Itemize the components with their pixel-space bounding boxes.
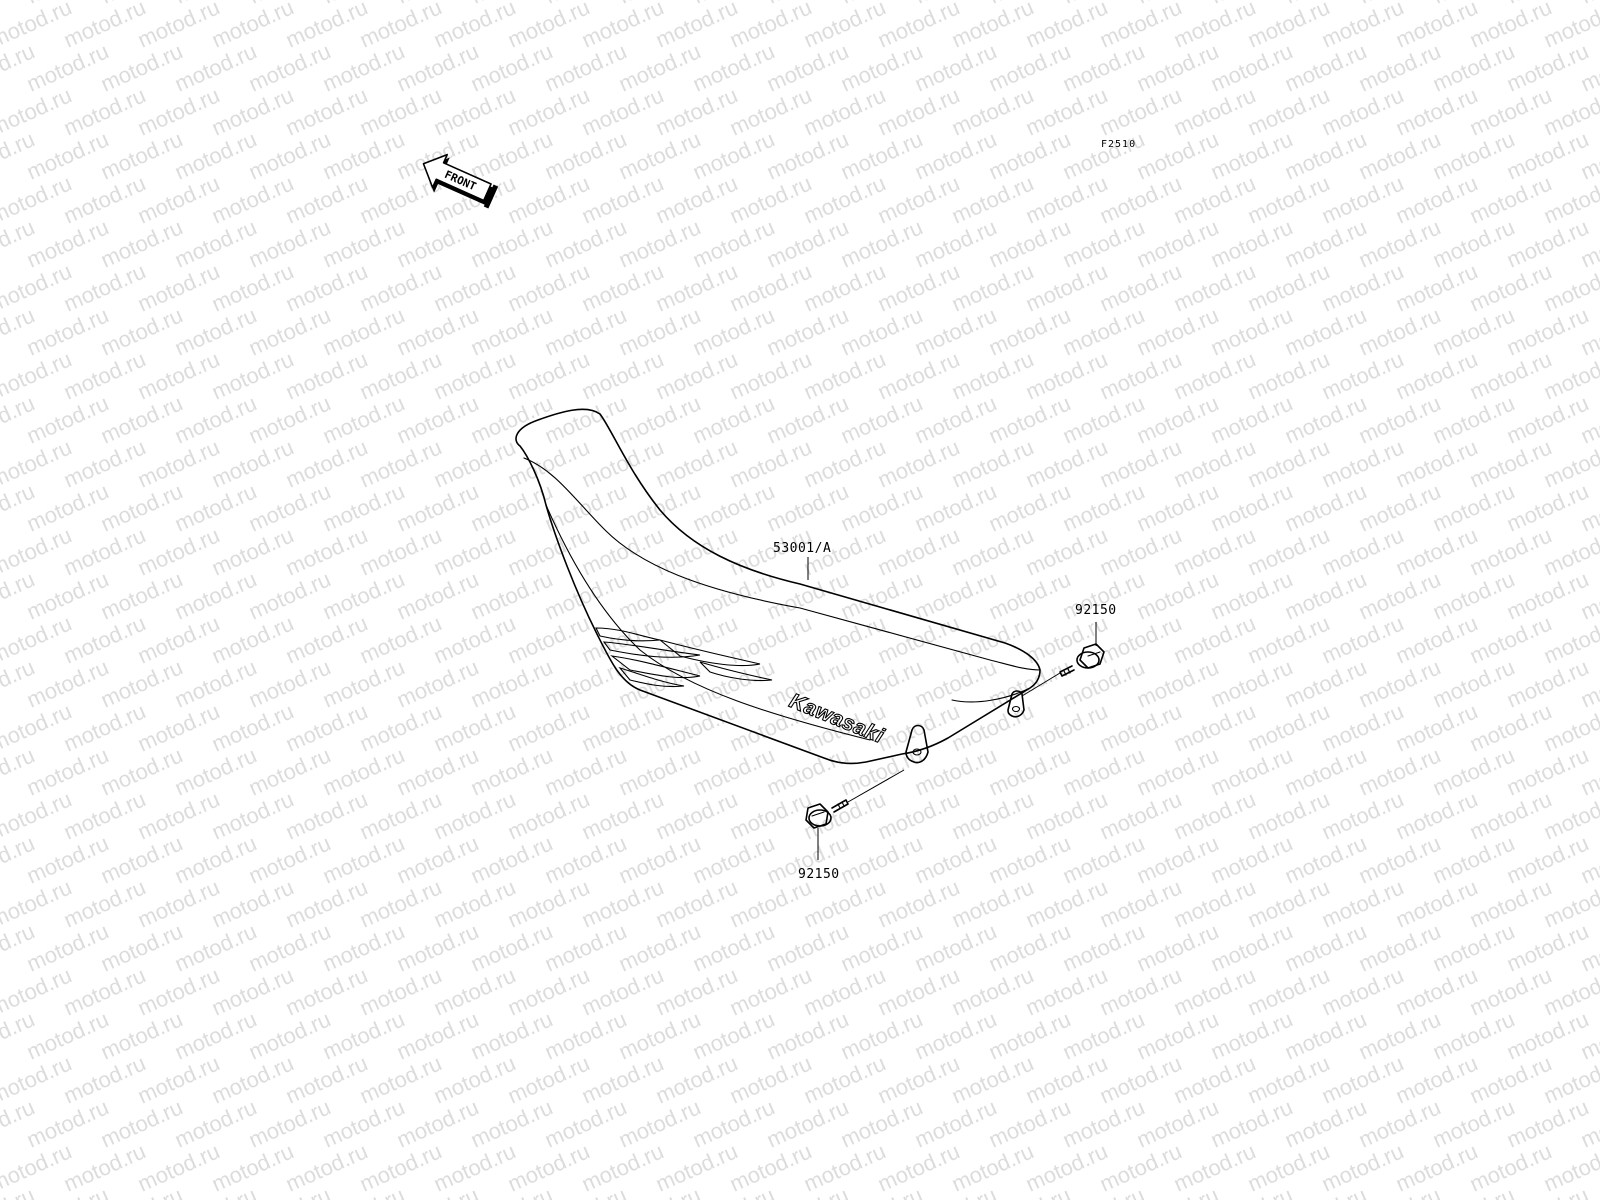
reference-code: F2510 bbox=[1101, 139, 1136, 150]
watermark-text: motod.ru bbox=[0, 0, 75, 53]
part-label-bolt-left: 92150 bbox=[798, 867, 840, 882]
bolt-left-icon bbox=[805, 799, 849, 829]
part-label-bolt-right: 92150 bbox=[1075, 603, 1117, 618]
part-label-seat: 53001/A bbox=[773, 541, 831, 556]
watermark-text: motod.ru bbox=[1577, 0, 1600, 9]
